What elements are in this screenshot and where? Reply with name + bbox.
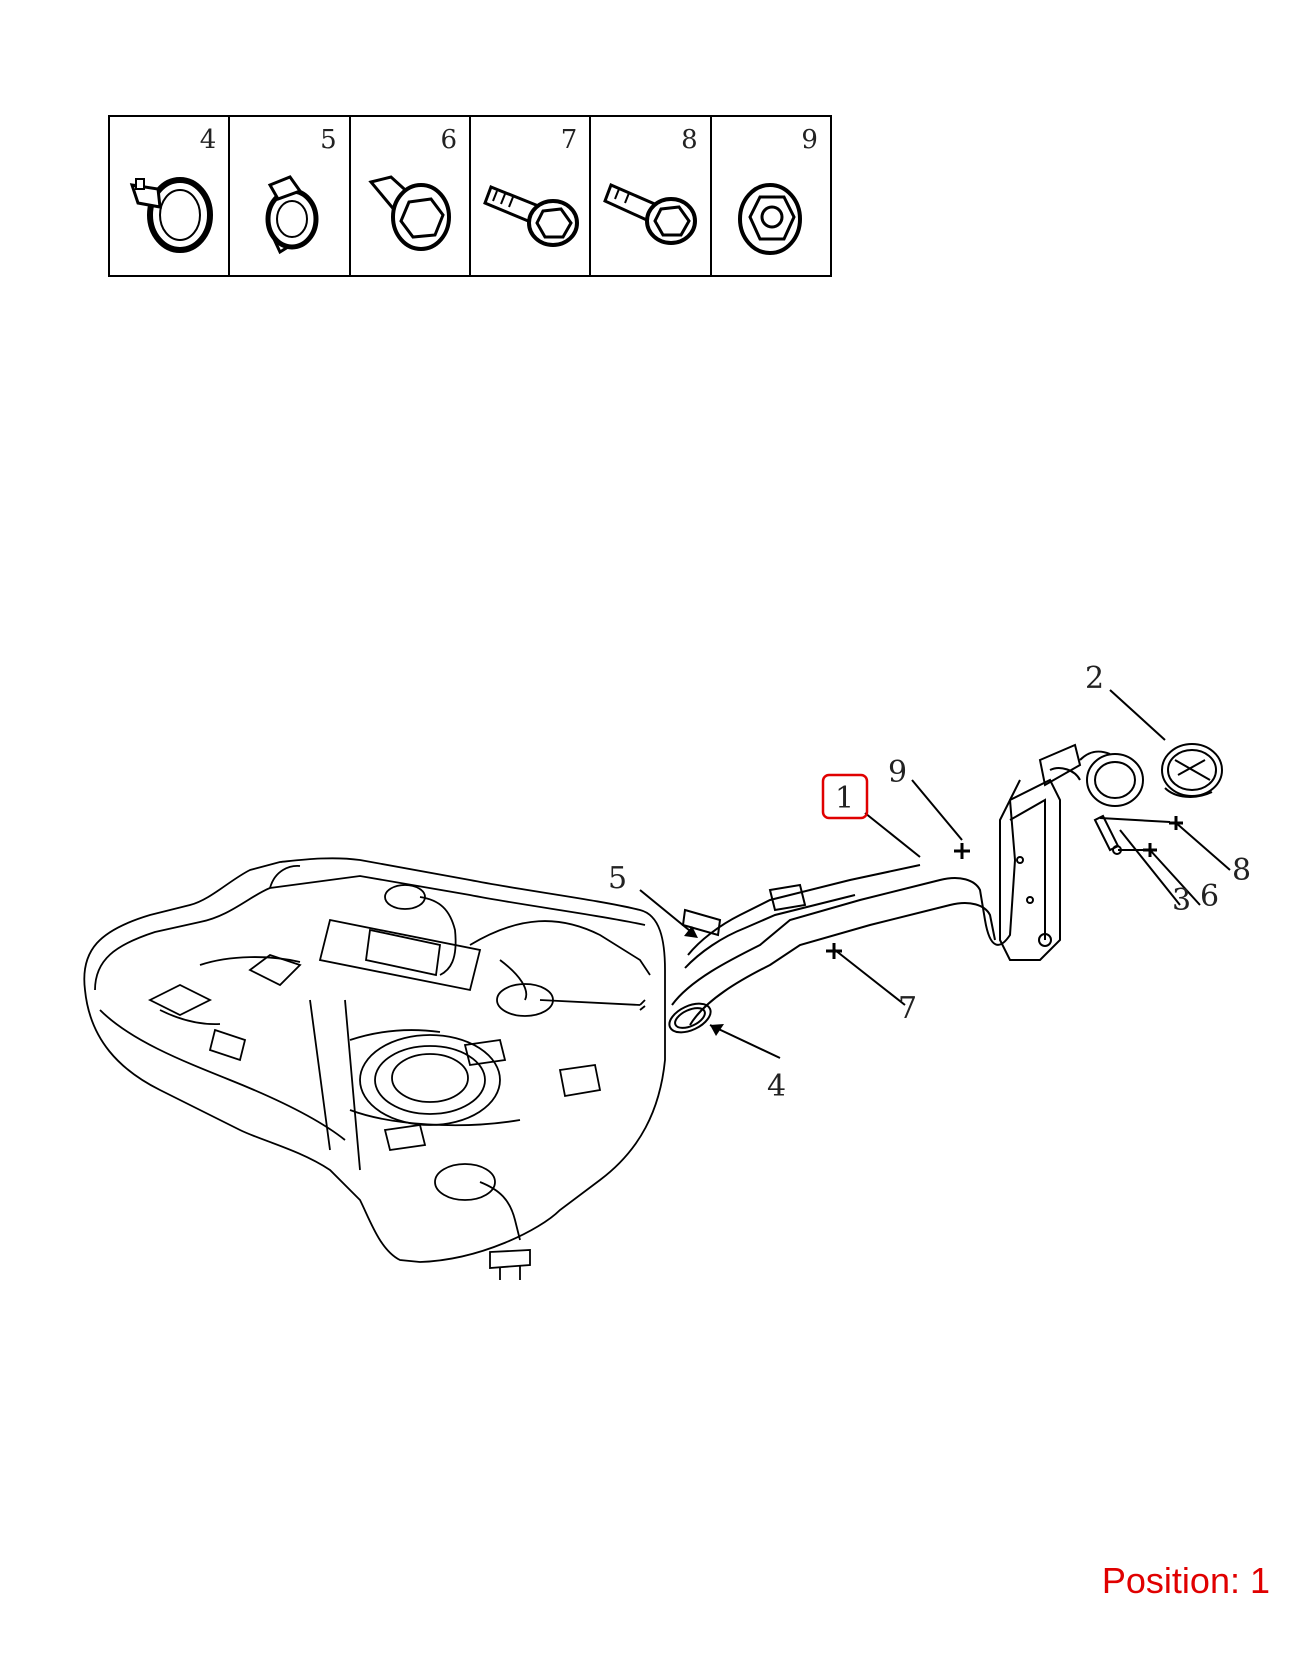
legend-cell-7[interactable]: 7 (471, 117, 592, 275)
position-label: Position: 1 (1101, 1560, 1270, 1601)
callout-1[interactable]: 1 (835, 781, 854, 816)
hose-clamp-icon (129, 177, 213, 253)
callout-5[interactable]: 5 (608, 861, 627, 896)
legend-cell-6[interactable]: 6 (351, 117, 471, 275)
legend-number: 8 (681, 125, 698, 155)
callout-9[interactable]: 9 (888, 755, 907, 790)
fuel-cap-drawing (1161, 743, 1223, 798)
clip-bolt-icon (367, 175, 451, 251)
callout-4[interactable]: 4 (767, 1069, 786, 1104)
legend-number: 7 (560, 125, 578, 155)
filler-pipe-drawing (668, 743, 1144, 1034)
callout-6[interactable]: 6 (1200, 879, 1219, 914)
flange-nut-icon (737, 183, 802, 255)
legend-cell-8[interactable]: 8 (591, 117, 712, 275)
legend-number: 4 (199, 125, 217, 155)
legend-cell-5[interactable]: 5 (230, 117, 351, 275)
spring-clip-icon (265, 175, 319, 255)
callout-3[interactable]: 3 (1172, 883, 1191, 918)
fastener-markers (826, 816, 1183, 959)
leader-lines (639, 689, 1231, 1059)
callout-8[interactable]: 8 (1232, 853, 1251, 888)
legend-cell-9[interactable]: 9 (712, 117, 830, 275)
flange-bolt-short-icon (603, 182, 698, 245)
legend-cell-4[interactable]: 4 (110, 117, 231, 275)
callout-7[interactable]: 7 (898, 991, 917, 1026)
callout-2[interactable]: 2 (1085, 661, 1104, 696)
arrow-heads (684, 926, 724, 1036)
fuel-tank-drawing (83, 857, 666, 1280)
legend-number: 5 (320, 125, 337, 155)
legend-number: 9 (801, 125, 818, 155)
parts-legend-table: 4 5 6 7 8 (108, 115, 832, 277)
flange-bolt-long-icon (483, 185, 579, 247)
small-fasteners-drawing (1093, 814, 1171, 855)
callout-1-highlight (821, 773, 869, 820)
legend-number: 6 (440, 125, 457, 155)
